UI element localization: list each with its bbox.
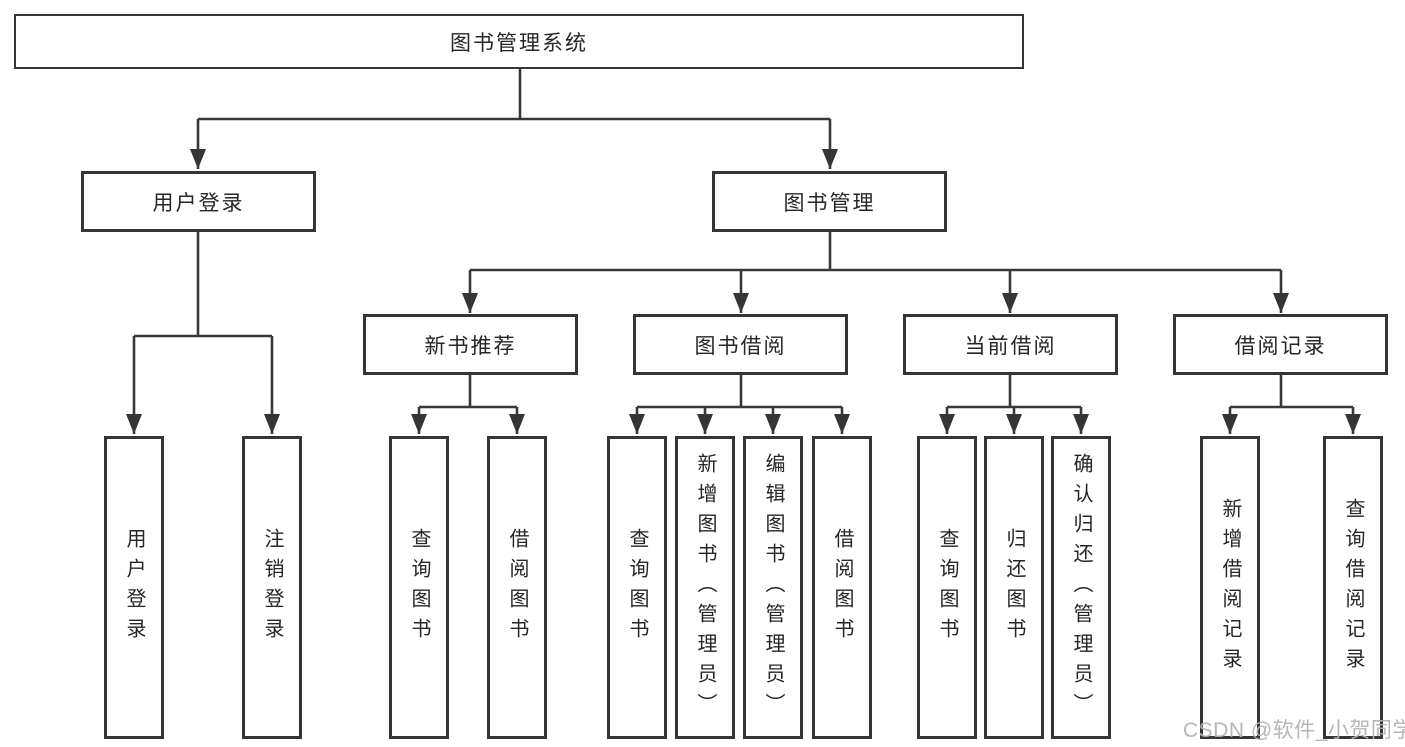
node-leaf-recommend-query-books: 查询图书 bbox=[389, 436, 449, 739]
node-leaf-user-login-label: 用户登录 bbox=[123, 527, 145, 648]
node-leaf-recommend-query-books-label: 查询图书 bbox=[408, 527, 430, 648]
node-user-login-module: 用户登录 bbox=[81, 171, 316, 232]
node-current-borrowing-label: 当前借阅 bbox=[964, 334, 1057, 358]
node-user-login-module-label: 用户登录 bbox=[152, 191, 245, 215]
node-leaf-add-borrow-record: 新增借阅记录 bbox=[1200, 436, 1260, 739]
node-book-borrowing-label: 图书借阅 bbox=[694, 334, 787, 358]
node-leaf-borrowing-borrow-books: 借阅图书 bbox=[812, 436, 872, 739]
node-leaf-borrowing-query-books: 查询图书 bbox=[607, 436, 667, 739]
node-leaf-recommend-borrow-books-label: 借阅图书 bbox=[506, 527, 528, 648]
node-leaf-query-borrow-record-label: 查询借阅记录 bbox=[1342, 497, 1364, 678]
node-leaf-edit-book-admin-label: 编辑图书（管理员） bbox=[762, 452, 784, 723]
node-new-book-recommend: 新书推荐 bbox=[363, 314, 578, 375]
node-leaf-confirm-return-admin-label: 确认归还（管理员） bbox=[1070, 452, 1092, 723]
node-book-management-label: 图书管理 bbox=[783, 191, 876, 215]
node-leaf-current-query-books-label: 查询图书 bbox=[936, 527, 958, 648]
node-leaf-borrowing-query-books-label: 查询图书 bbox=[626, 527, 648, 648]
node-leaf-logout-label: 注销登录 bbox=[261, 527, 283, 648]
node-leaf-return-books: 归还图书 bbox=[984, 436, 1044, 739]
node-leaf-query-borrow-record: 查询借阅记录 bbox=[1323, 436, 1383, 739]
node-root: 图书管理系统 bbox=[14, 14, 1024, 69]
node-borrowing-records-label: 借阅记录 bbox=[1234, 334, 1327, 358]
node-leaf-edit-book-admin: 编辑图书（管理员） bbox=[743, 436, 803, 739]
node-borrowing-records: 借阅记录 bbox=[1173, 314, 1388, 375]
node-root-label: 图书管理系统 bbox=[450, 31, 588, 55]
node-leaf-borrowing-borrow-books-label: 借阅图书 bbox=[831, 527, 853, 648]
node-leaf-add-book-admin-label: 新增图书（管理员） bbox=[694, 452, 716, 723]
node-leaf-recommend-borrow-books: 借阅图书 bbox=[487, 436, 547, 739]
node-leaf-confirm-return-admin: 确认归还（管理员） bbox=[1051, 436, 1111, 739]
node-leaf-current-query-books: 查询图书 bbox=[917, 436, 977, 739]
node-leaf-add-borrow-record-label: 新增借阅记录 bbox=[1219, 497, 1241, 678]
node-book-management: 图书管理 bbox=[712, 171, 947, 232]
node-book-borrowing: 图书借阅 bbox=[633, 314, 848, 375]
node-leaf-return-books-label: 归还图书 bbox=[1003, 527, 1025, 648]
node-leaf-user-login: 用户登录 bbox=[104, 436, 164, 739]
node-leaf-add-book-admin: 新增图书（管理员） bbox=[675, 436, 735, 739]
node-new-book-recommend-label: 新书推荐 bbox=[424, 334, 517, 358]
node-current-borrowing: 当前借阅 bbox=[903, 314, 1118, 375]
csdn-watermark: CSDN @软件_小贺同学 bbox=[1183, 719, 1405, 742]
node-leaf-logout: 注销登录 bbox=[242, 436, 302, 739]
